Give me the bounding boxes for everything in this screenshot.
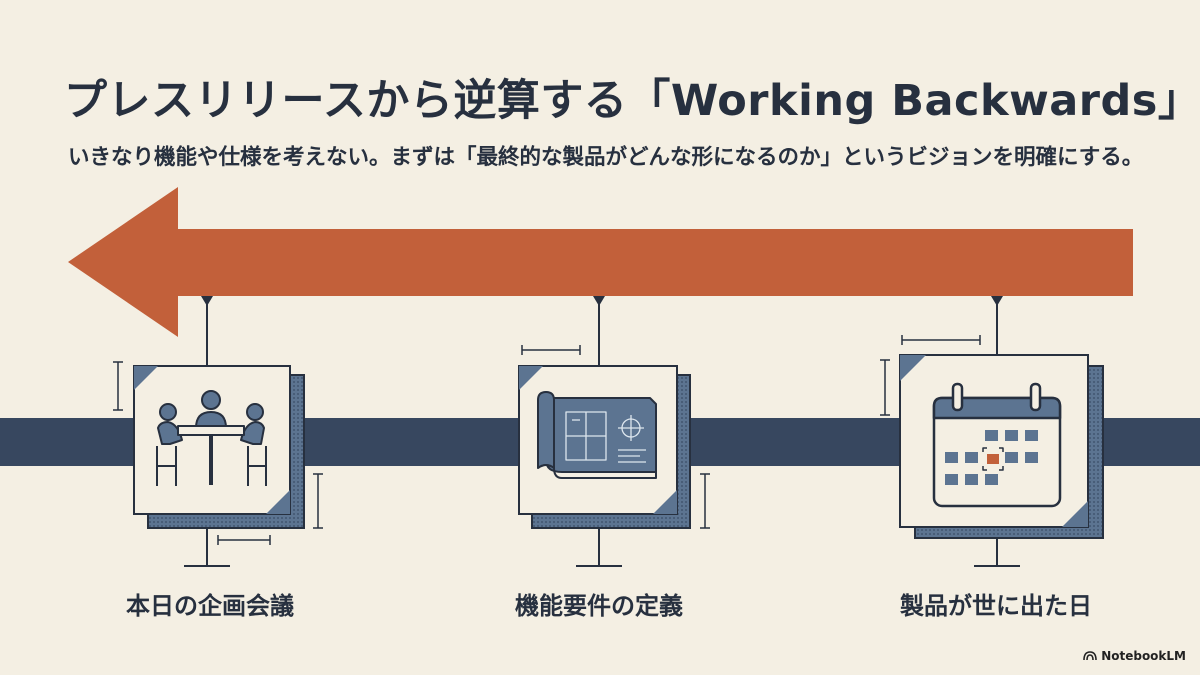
notebooklm-brand: NotebookLM xyxy=(1083,649,1186,663)
stage-label-1: 本日の企画会議 xyxy=(126,592,294,620)
stage-card-1 xyxy=(113,361,323,545)
backwards-arrow xyxy=(68,187,1133,337)
stage-card-3 xyxy=(880,335,1104,539)
notebooklm-logo-icon xyxy=(1083,651,1097,661)
stage-card-2 xyxy=(518,345,710,529)
highlighted-day xyxy=(987,454,999,464)
page-subtitle: いきなり機能や仕様を考えない。まずは「最終的な製品がどんな形になるのか」というビ… xyxy=(68,145,1144,170)
calendar-icon xyxy=(932,382,1062,508)
stage-label-2: 機能要件の定義 xyxy=(515,592,683,620)
brand-label: NotebookLM xyxy=(1101,649,1186,663)
page-title: プレスリリースから逆算する「Working Backwards」 xyxy=(64,76,1200,126)
connector-3 xyxy=(974,296,1020,567)
meeting-icon xyxy=(156,390,267,486)
stage-label-3: 製品が世に出た日 xyxy=(900,592,1092,620)
blueprint-icon xyxy=(537,391,657,479)
connector-2 xyxy=(576,296,622,567)
